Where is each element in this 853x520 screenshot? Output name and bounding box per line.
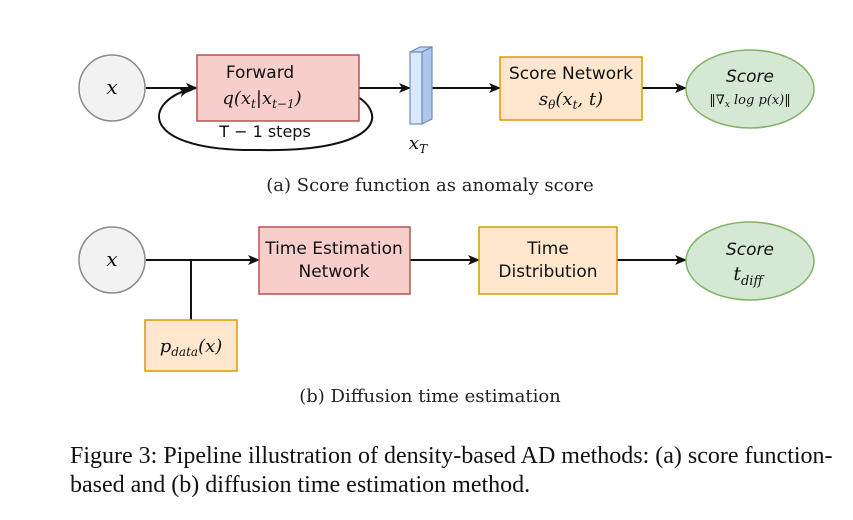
diagram-b: x Time Estimation Network Time Distribut… [78, 221, 815, 407]
time-distribution-line1: Time [526, 239, 569, 259]
time-distribution-box [478, 226, 618, 295]
pdata-box [144, 319, 238, 372]
score-network-title: Score Network [509, 64, 633, 84]
time-estimation-box [258, 226, 411, 295]
score-node-b [685, 221, 815, 301]
score-title-a: Score [726, 67, 774, 87]
score-formula-a: ‖∇x log p(x)‖ [709, 93, 791, 110]
input-label-b: x [106, 247, 117, 271]
forward-formula: q(xt|xt−1) [222, 88, 301, 111]
forward-box [196, 54, 360, 122]
loop-edge [158, 87, 374, 152]
score-node-a [685, 49, 815, 129]
time-estimation-line1: Time Estimation [264, 239, 403, 259]
score-formula-b: tdiff [733, 263, 765, 289]
score-network-formula: sθ(xt, t) [539, 89, 603, 112]
loop-label: T − 1 steps [218, 122, 311, 141]
latent-prism [409, 46, 433, 125]
score-network-box [499, 56, 643, 121]
input-label-a: x [106, 75, 117, 99]
forward-title: Forward [226, 63, 294, 83]
pdata-label: pdata(x) [160, 336, 223, 359]
time-estimation-line2: Network [299, 262, 370, 282]
caption-b: (b) Diffusion time estimation [299, 386, 561, 407]
figure-caption: Figure 3: Pipeline illustration of densi… [70, 443, 833, 498]
latent-label: xT [409, 133, 428, 156]
input-node-a [78, 54, 146, 122]
diagram-a: x Forward q(xt|xt−1) T − 1 steps xT Scor… [78, 46, 815, 196]
score-title-b: Score [726, 240, 774, 260]
input-node-b [78, 226, 146, 294]
time-distribution-line2: Distribution [498, 262, 597, 282]
caption-a: (a) Score function as anomaly score [266, 175, 594, 196]
